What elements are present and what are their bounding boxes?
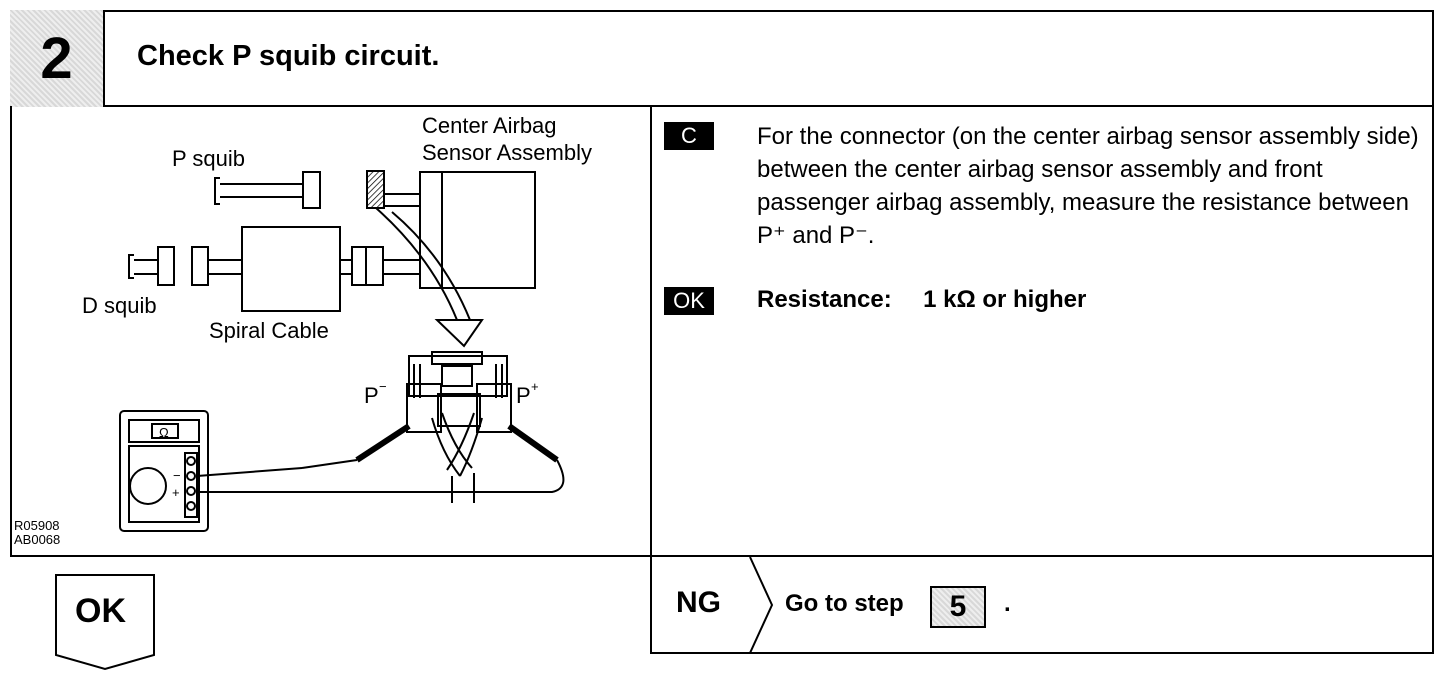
meter-minus-label: − xyxy=(173,468,181,483)
resistance-label: Resistance: xyxy=(757,286,892,313)
ohm-symbol: Ω xyxy=(159,425,169,440)
spiral-cable-box xyxy=(241,226,341,312)
center-airbag-sensor-flange xyxy=(419,171,443,289)
go-to-step-number: 5 xyxy=(930,586,986,628)
go-to-period: . xyxy=(1004,590,1011,617)
meter-plus-label: + xyxy=(172,485,180,500)
ng-label: NG xyxy=(676,586,721,619)
step-title: Check P squib circuit. xyxy=(137,40,440,72)
figure-code-2: AB0068 xyxy=(14,532,60,547)
ohmmeter-body xyxy=(119,410,209,532)
resistance-value: 1 kΩ or higher xyxy=(923,286,1087,313)
resistance-spec: Resistance: 1 kΩ or higher xyxy=(757,286,1086,314)
label-p-plus: P xyxy=(516,383,531,408)
label-p-plus-sign: + xyxy=(531,379,539,394)
ok-tag: OK xyxy=(664,287,714,315)
column-divider xyxy=(650,106,652,654)
c-tag: C xyxy=(664,122,714,150)
ng-arrow-divider xyxy=(749,557,774,653)
p-squib-connector xyxy=(302,171,321,209)
label-p-minus: P xyxy=(364,383,379,408)
label-center-airbag-line2: Sensor Assembly xyxy=(422,140,592,165)
label-center-airbag-line1: Center Airbag xyxy=(422,113,557,138)
d-squib-connector xyxy=(157,246,175,286)
figure-code-1: R05908 xyxy=(14,518,60,533)
step-number: 2 xyxy=(40,26,73,91)
label-d-squib: D squib xyxy=(82,293,157,318)
go-to-step-text: Go to step xyxy=(785,590,904,617)
ng-result-frame xyxy=(650,555,1434,654)
step-number-box: 2 xyxy=(10,10,105,107)
label-p-squib: P squib xyxy=(172,146,245,171)
hatched-connector xyxy=(366,170,385,209)
ok-result-label: OK xyxy=(75,592,126,630)
label-p-minus-sign: − xyxy=(379,379,387,394)
center-airbag-sensor-body xyxy=(419,171,536,289)
check-instruction: For the connector (on the center airbag … xyxy=(757,123,1419,249)
ok-result-badge xyxy=(55,574,155,671)
p-squib-circuit-diagram: Center Airbag Sensor Assembly P squib D … xyxy=(14,113,592,547)
label-spiral-cable: Spiral Cable xyxy=(209,318,329,343)
